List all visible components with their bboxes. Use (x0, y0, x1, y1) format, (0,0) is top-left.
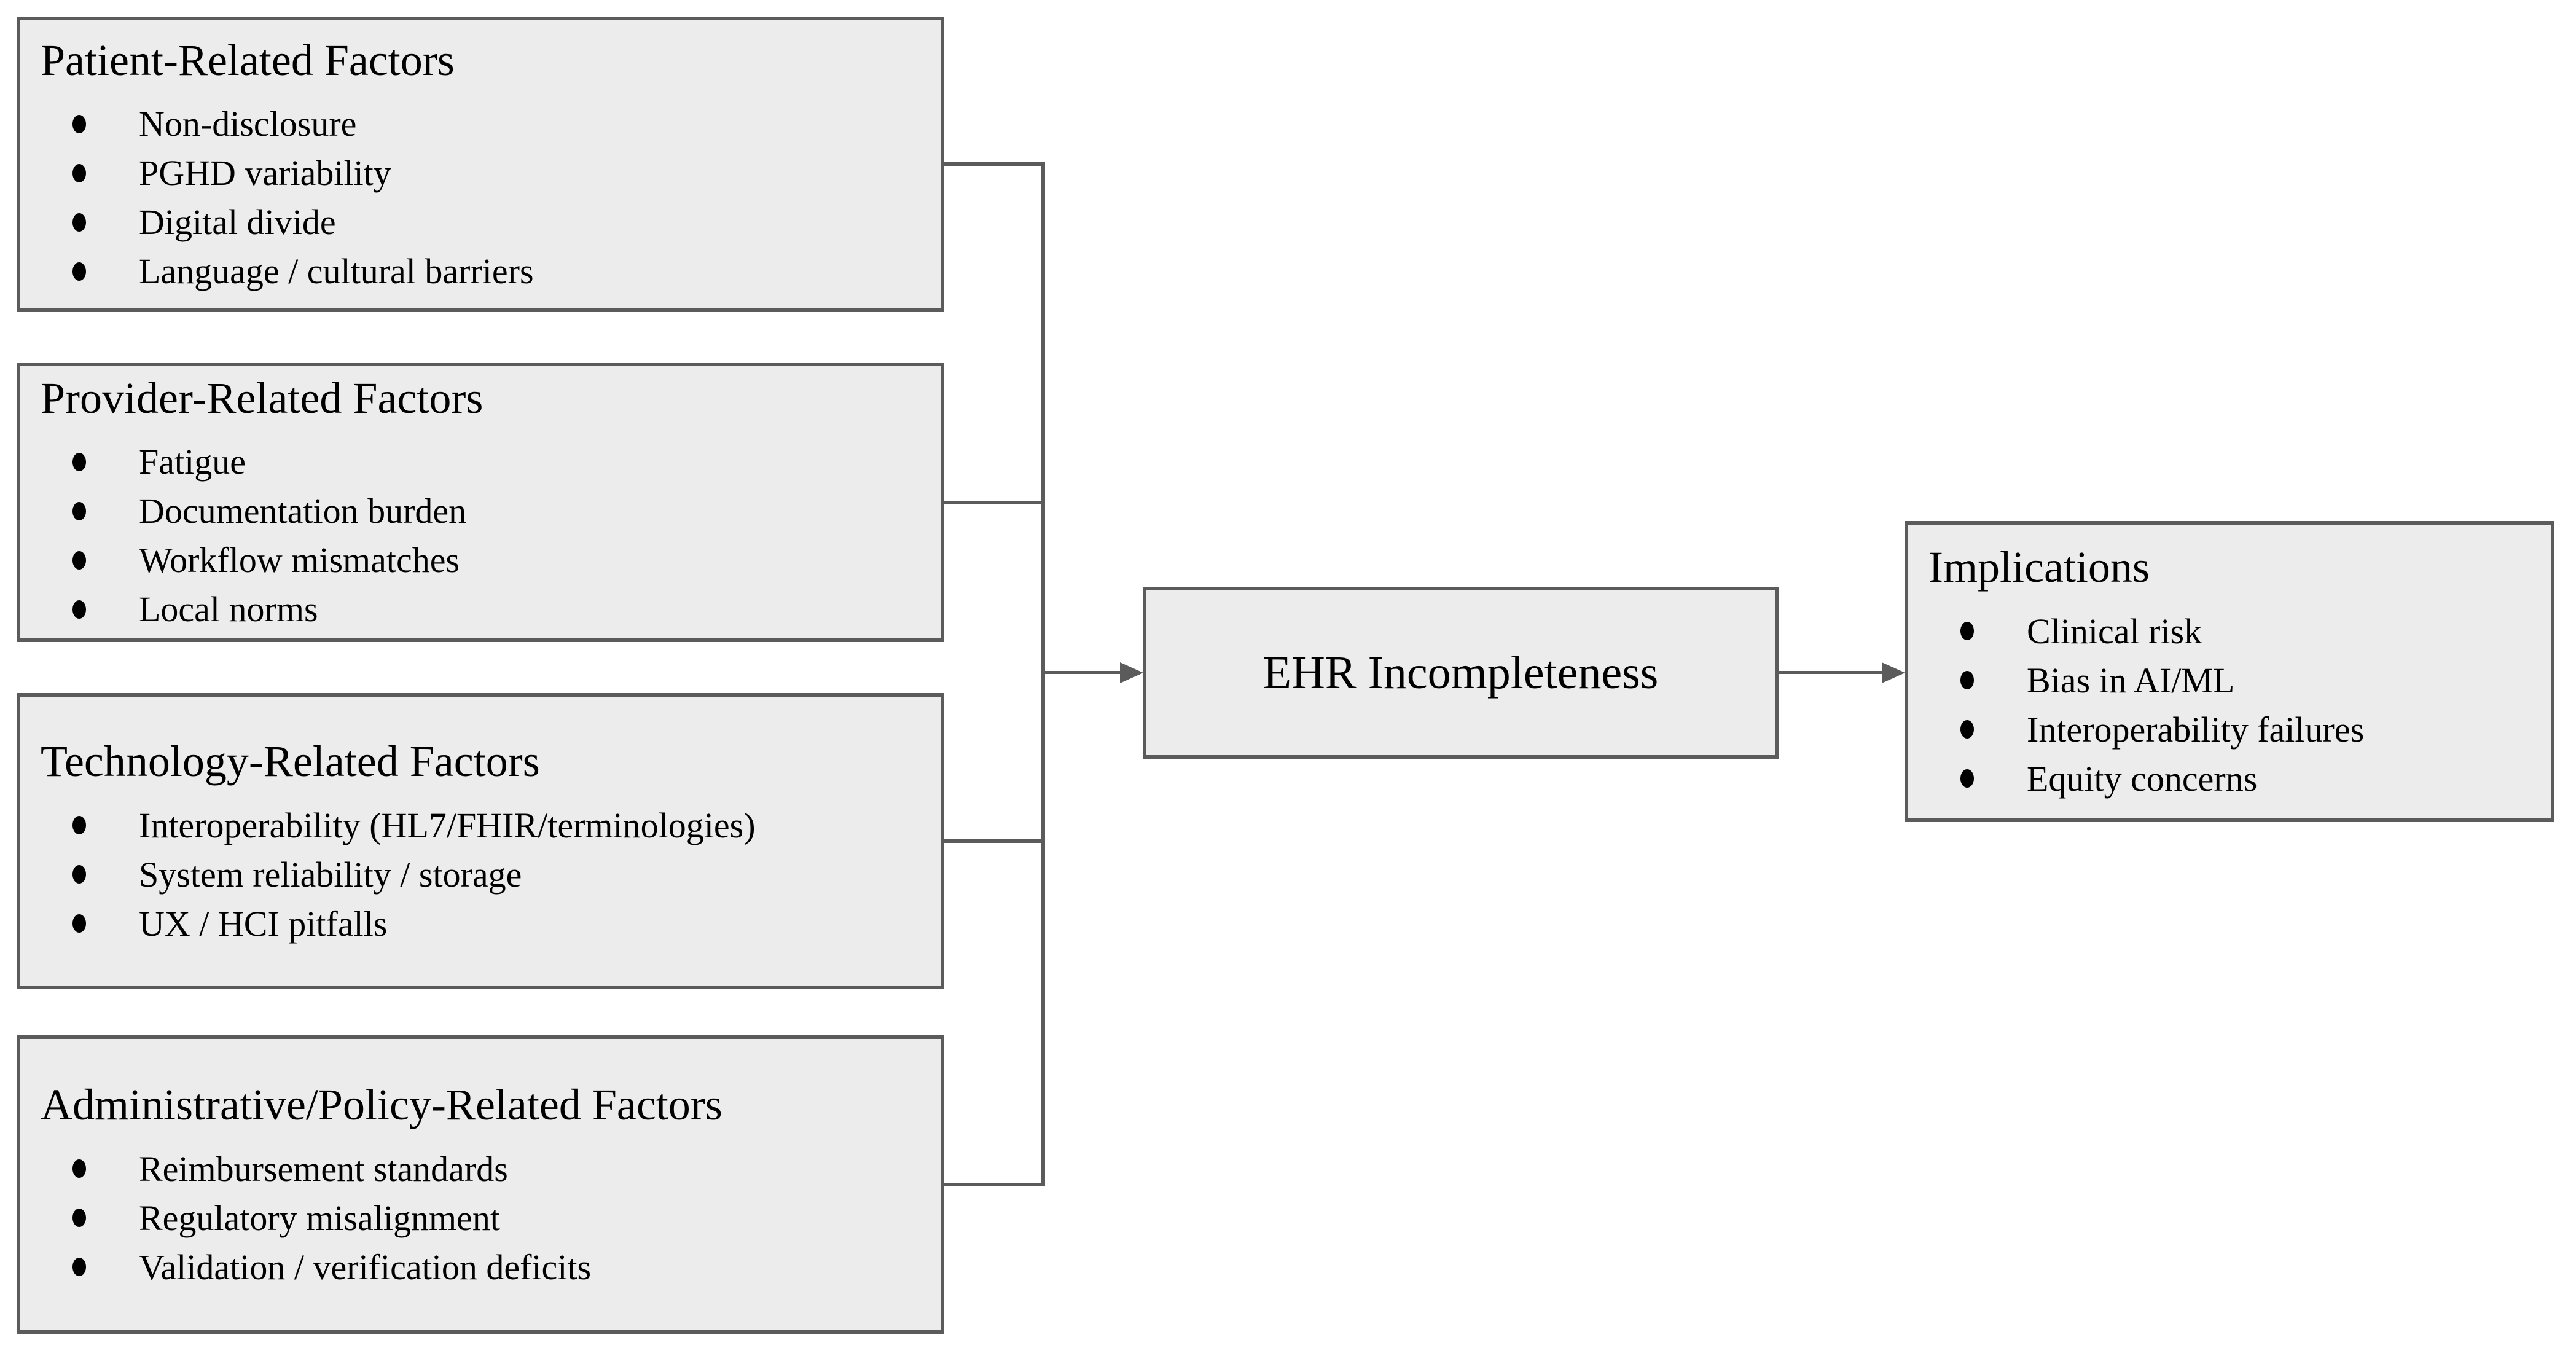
bullet-icon (72, 1258, 86, 1276)
list-item: Regulatory misalignment (20, 1193, 941, 1242)
patient-factors-list: Non-disclosure PGHD variability Digital … (20, 100, 941, 296)
provider-factors-title: Provider-Related Factors (41, 373, 483, 423)
bullet-icon (1960, 671, 1974, 689)
list-item: Workflow mismatches (20, 536, 941, 585)
list-item: Clinical risk (1908, 606, 2551, 656)
admin-policy-factors-list: Reimbursement standards Regulatory misal… (20, 1144, 941, 1291)
patient-factors-box: Patient-Related Factors Non-disclosure P… (17, 17, 944, 312)
list-item: Interoperability failures (1908, 705, 2551, 754)
ehr-arrow-shaft (1041, 671, 1121, 674)
bullet-icon (1960, 720, 1974, 739)
list-item: PGHD variability (20, 149, 941, 198)
bullet-icon (72, 600, 86, 619)
list-item: Fatigue (20, 437, 941, 487)
list-item: Local norms (20, 585, 941, 634)
ehr-incompleteness-label: EHR Incompleteness (1263, 646, 1659, 699)
list-item: Interoperability (HL7/FHIR/terminologies… (20, 801, 941, 850)
technology-factors-box: Technology-Related Factors Interoperabil… (17, 693, 944, 989)
bullet-icon (1960, 769, 1974, 788)
bullet-icon (72, 452, 86, 471)
provider-factors-list: Fatigue Documentation burden Workflow mi… (20, 437, 941, 634)
right-arrowhead-icon (1120, 662, 1143, 683)
bullet-icon (72, 213, 86, 232)
bullet-icon (1960, 622, 1974, 640)
list-item: UX / HCI pitfalls (20, 899, 941, 948)
bullet-icon (72, 501, 86, 520)
bullet-icon (72, 816, 86, 834)
list-item: Reimbursement standards (20, 1144, 941, 1193)
bullet-icon (72, 163, 86, 182)
admin-policy-factors-box: Administrative/Policy-Related Factors Re… (17, 1035, 944, 1334)
technology-factors-title: Technology-Related Factors (41, 737, 540, 786)
ehr-incompleteness-box: EHR Incompleteness (1143, 587, 1779, 759)
list-item: Digital divide (20, 198, 941, 247)
bullet-icon (72, 1159, 86, 1178)
bullet-icon (72, 114, 86, 133)
trunk-line (1041, 162, 1045, 1186)
provider-connector-line (942, 501, 1045, 504)
bullet-icon (72, 914, 86, 933)
admin-connector-line (942, 1183, 1045, 1186)
bullet-icon (72, 262, 86, 281)
list-item: System reliability / storage (20, 850, 941, 899)
list-item: Documentation burden (20, 487, 941, 536)
right-arrowhead-icon (1882, 662, 1905, 683)
technology-connector-line (942, 839, 1045, 843)
list-item: Validation / verification deficits (20, 1242, 941, 1291)
bullet-icon (72, 551, 86, 570)
implications-list: Clinical risk Bias in AI/ML Interoperabi… (1908, 606, 2551, 803)
list-item: Non-disclosure (20, 100, 941, 149)
list-item: Equity concerns (1908, 754, 2551, 803)
admin-policy-factors-title: Administrative/Policy-Related Factors (41, 1080, 722, 1129)
patient-factors-title: Patient-Related Factors (41, 35, 455, 85)
bullet-icon (72, 1209, 86, 1227)
implications-title: Implications (1928, 543, 2150, 592)
list-item: Bias in AI/ML (1908, 656, 2551, 705)
provider-factors-box: Provider-Related Factors Fatigue Documen… (17, 363, 944, 642)
bullet-icon (72, 865, 86, 884)
list-item: Language / cultural barriers (20, 247, 941, 296)
patient-connector-line (942, 162, 1045, 166)
technology-factors-list: Interoperability (HL7/FHIR/terminologies… (20, 801, 941, 948)
implications-box: Implications Clinical risk Bias in AI/ML… (1905, 521, 2554, 822)
implications-arrow-shaft (1775, 671, 1883, 674)
